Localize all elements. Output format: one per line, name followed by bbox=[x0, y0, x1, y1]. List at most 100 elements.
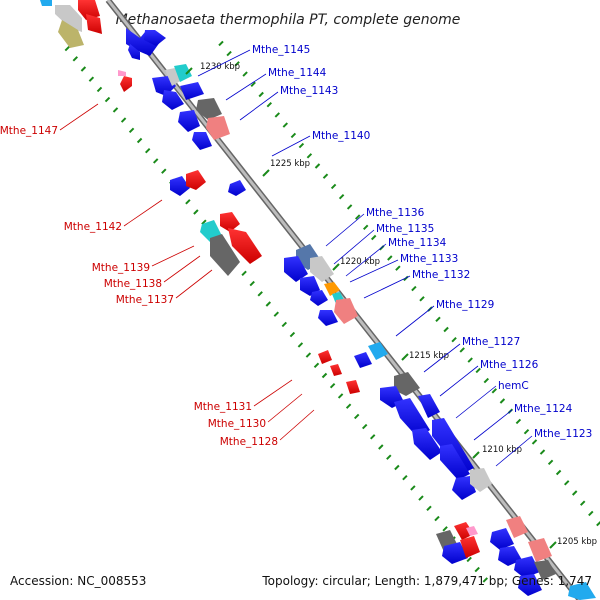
reverse-gene-label-texts: Mthe_1147 Mthe_1142 Mthe_1139 Mthe_1138 … bbox=[0, 125, 278, 448]
tick-dash bbox=[257, 291, 263, 297]
tick-dash bbox=[337, 393, 344, 399]
tick-dash bbox=[459, 347, 465, 353]
gene-label-mthe-1129: Mthe_1129 bbox=[436, 299, 494, 311]
kbp-mark-1225: 1225 kbp bbox=[262, 159, 310, 177]
gene-label-mthe-1123: Mthe_1123 bbox=[534, 428, 592, 440]
tick-dash bbox=[144, 147, 151, 154]
tick-dash bbox=[531, 439, 538, 445]
tick-dash bbox=[136, 137, 143, 144]
gene-label-mthe-1144: Mthe_1144 bbox=[268, 67, 327, 79]
tick-dash bbox=[499, 398, 506, 404]
tick-dash bbox=[281, 321, 288, 328]
gene-label-mthe-1145: Mthe_1145 bbox=[252, 44, 310, 56]
gene-label-mthe-1128: Mthe_1128 bbox=[220, 436, 278, 448]
tick-dash bbox=[369, 434, 376, 440]
gene-label-mthe-1143: Mthe_1143 bbox=[280, 85, 338, 97]
gene-label-mthe-1138: Mthe_1138 bbox=[104, 278, 162, 290]
tick-dash bbox=[387, 255, 393, 261]
tick-dash bbox=[88, 76, 95, 82]
tick-dash bbox=[96, 86, 103, 93]
gene-label-mthe-1137: Mthe_1137 bbox=[116, 294, 174, 306]
gene-label-mthe-1147: Mthe_1147 bbox=[0, 125, 58, 137]
tick-dash bbox=[193, 209, 199, 215]
gene-label-mthe-1142: Mthe_1142 bbox=[64, 221, 122, 233]
tick-dash bbox=[571, 490, 578, 496]
tick-dash bbox=[297, 342, 304, 348]
reverse-gene-labels bbox=[59, 103, 315, 441]
tick-dash bbox=[395, 265, 401, 271]
gene-feature-group-1215 bbox=[380, 372, 492, 500]
gene-features bbox=[40, 0, 596, 600]
tick-dash bbox=[290, 132, 297, 139]
tick-dash bbox=[265, 301, 272, 307]
kbp-mark-1215: 1215 kbp bbox=[401, 351, 449, 361]
tick-dash bbox=[226, 50, 232, 57]
tick-dash bbox=[442, 526, 448, 532]
tick-dash bbox=[282, 122, 289, 128]
tick-dash bbox=[426, 505, 432, 512]
tick-dash bbox=[491, 388, 498, 394]
tick-dash bbox=[250, 81, 256, 88]
map-title: Methanosaeta thermophila PT, complete ge… bbox=[116, 12, 461, 28]
gene-label-mthe-1139: Mthe_1139 bbox=[92, 262, 150, 274]
tick-dash bbox=[419, 296, 425, 302]
tick-dash bbox=[80, 66, 87, 72]
tick-dash bbox=[539, 449, 546, 455]
tick-dash bbox=[474, 566, 480, 573]
tick-dash bbox=[483, 377, 490, 384]
tick-dash bbox=[411, 285, 417, 292]
tick-dash bbox=[306, 153, 313, 159]
kbp-mark-1220: 1220 kbp bbox=[332, 257, 380, 271]
tick-dash bbox=[547, 459, 554, 466]
tick-dash bbox=[370, 234, 377, 241]
forward-gene-label-texts: Mthe_1145 Mthe_1144 Mthe_1143 Mthe_1140 … bbox=[252, 44, 592, 440]
tick-dash bbox=[112, 107, 119, 113]
tick-dash bbox=[345, 403, 352, 409]
gene-feature-group-1220 bbox=[284, 244, 388, 394]
tick-dash bbox=[64, 45, 71, 52]
tick-dash bbox=[338, 193, 345, 200]
tick-dash bbox=[394, 464, 400, 471]
tick-dash bbox=[354, 214, 361, 220]
accession-text: Accession: NC_008553 bbox=[10, 574, 147, 588]
tick-dash bbox=[241, 270, 247, 277]
kbp-mark-1205: 1205 kbp bbox=[549, 537, 597, 549]
gene-label-mthe-1133: Mthe_1133 bbox=[400, 253, 458, 265]
gene-label-hemc: hemC bbox=[498, 380, 529, 392]
tick-dash bbox=[314, 163, 321, 169]
kbp-label: 1220 kbp bbox=[340, 257, 380, 267]
gene-label-mthe-1132: Mthe_1132 bbox=[412, 269, 470, 281]
kbp-label: 1230 kbp bbox=[200, 62, 240, 72]
gene-feature-group-1230 bbox=[118, 64, 230, 150]
tick-dash bbox=[104, 96, 111, 103]
tick-dash bbox=[588, 510, 594, 517]
tick-dash bbox=[120, 117, 127, 123]
tick-dash bbox=[475, 367, 481, 374]
tick-dash bbox=[289, 331, 296, 338]
tick-dash bbox=[249, 280, 255, 287]
tick-dash bbox=[386, 454, 392, 460]
tick-dash bbox=[353, 413, 360, 420]
tick-dash bbox=[152, 158, 159, 164]
gene-label-mthe-1126: Mthe_1126 bbox=[480, 359, 539, 371]
tick-dash bbox=[313, 362, 320, 369]
tick-dash bbox=[274, 112, 281, 118]
tick-dash bbox=[402, 474, 408, 481]
tick-dash bbox=[378, 444, 384, 450]
tick-dash bbox=[443, 326, 449, 333]
kbp-label: 1225 kbp bbox=[270, 159, 310, 169]
tick-dash bbox=[234, 61, 240, 67]
tick-dash bbox=[72, 56, 79, 62]
gene-label-mthe-1130: Mthe_1130 bbox=[208, 418, 266, 430]
gene-label-mthe-1127: Mthe_1127 bbox=[462, 336, 520, 348]
tick-dash bbox=[321, 372, 328, 379]
kbp-label: 1205 kbp bbox=[557, 537, 597, 547]
tick-dash bbox=[298, 142, 305, 149]
tick-dash bbox=[418, 495, 424, 501]
tick-dash bbox=[579, 500, 586, 506]
gene-feature-group-1205 bbox=[436, 516, 596, 600]
kbp-label: 1210 kbp bbox=[482, 445, 522, 455]
forward-gene-labels bbox=[197, 49, 533, 467]
tick-dash bbox=[346, 204, 353, 210]
